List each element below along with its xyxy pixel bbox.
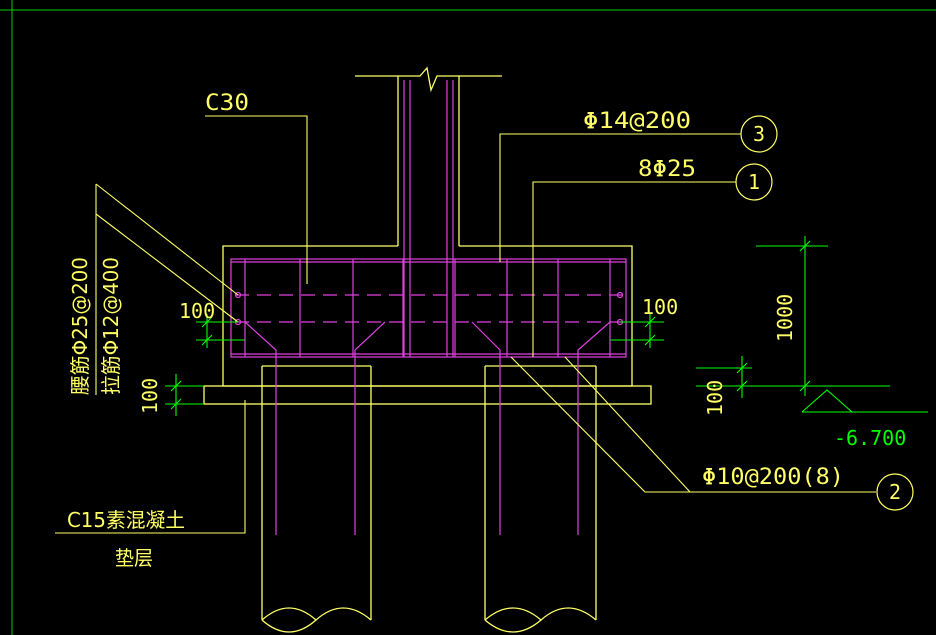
dim-cap-height: 1000 — [773, 294, 797, 342]
callout-2: 2 — [876, 473, 914, 511]
rebar-cage — [230, 80, 627, 535]
dim-elev-offset: 100 — [703, 380, 727, 416]
column-break-line — [355, 66, 502, 93]
main-rebar-cage — [230, 258, 627, 358]
stirrup-legs — [244, 259, 611, 357]
leader-cushion — [55, 400, 246, 534]
callout-3-text: 3 — [753, 122, 765, 146]
pile-left — [261, 365, 372, 633]
label-stirrup: Φ10@200(8) — [702, 465, 844, 490]
callout-1: 1 — [735, 163, 773, 201]
pile-bar-hooks — [244, 321, 611, 366]
leader-top-rebar — [499, 133, 741, 262]
leader-waist-rebar — [95, 183, 239, 296]
callout-1-text: 1 — [748, 170, 760, 194]
callout-2-text: 2 — [889, 480, 901, 504]
pile-cap-outline — [222, 245, 633, 387]
leader-stirrup-branch — [564, 356, 691, 493]
leader-lines — [55, 115, 876, 534]
leader-tie-rebar — [95, 213, 239, 323]
label-column-rebar: 8Φ25 — [638, 157, 696, 182]
label-top-rebar: Φ14@200 — [583, 109, 691, 134]
column-bars — [403, 80, 454, 357]
dimension-lines — [165, 236, 928, 416]
waist-bar-dots — [234, 291, 624, 326]
leader-c30 — [205, 115, 308, 284]
label-waist-rebar: 腰筋Φ25@200 — [68, 257, 92, 395]
callout-3: 3 — [740, 115, 778, 153]
label-concrete-grade: C30 — [205, 91, 249, 116]
cushion-layer — [203, 385, 652, 405]
label-cushion-material: C15素混凝土 — [67, 508, 185, 532]
dim-cover-right: 100 — [642, 295, 678, 319]
dim-cushion-thickness: 100 — [138, 378, 162, 414]
pile-right — [484, 365, 597, 633]
dim-cover-left: 100 — [179, 299, 215, 323]
label-tie-rebar: 拉筋Φ12@400 — [99, 257, 123, 395]
leader-stirrup — [510, 356, 876, 493]
elevation-marker — [801, 389, 853, 413]
pile-anchor-bars — [275, 366, 579, 535]
concrete-outline — [203, 66, 652, 633]
label-cushion-name: 垫层 — [115, 546, 153, 570]
leader-column-rebar — [532, 181, 736, 357]
dim-elevation: -6.700 — [834, 426, 906, 450]
